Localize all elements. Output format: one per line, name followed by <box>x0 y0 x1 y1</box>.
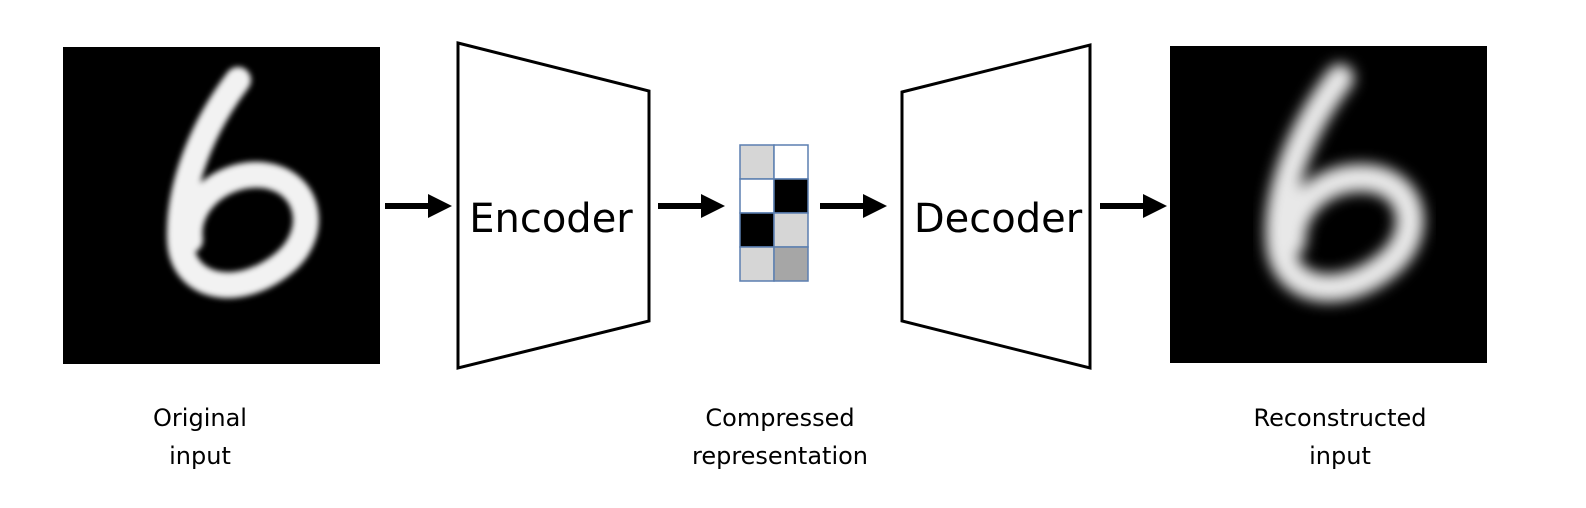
caption-reconstructed-input: Reconstructed input <box>1230 399 1450 475</box>
caption-original-line2: input <box>169 442 231 470</box>
caption-reconstructed-line2: input <box>1309 442 1371 470</box>
latent-cell <box>773 144 809 180</box>
reconstructed-input-image <box>1170 46 1487 363</box>
caption-original-line1: Original <box>153 404 247 432</box>
caption-compressed-line2: representation <box>691 442 868 470</box>
caption-compressed-representation: Compressed representation <box>670 399 890 475</box>
arrow-right-icon <box>658 194 725 218</box>
latent-cell <box>773 246 809 282</box>
latent-cell <box>773 212 809 248</box>
compressed-representation-grid <box>739 144 809 282</box>
caption-reconstructed-line1: Reconstructed <box>1253 404 1427 432</box>
caption-original-input: Original input <box>120 399 280 475</box>
decoder-block: Decoder <box>900 43 1092 370</box>
encoder-block: Encoder <box>456 41 651 370</box>
original-input-image <box>63 47 380 364</box>
latent-cell <box>739 178 775 214</box>
arrow-right-icon <box>820 194 887 218</box>
latent-cell <box>739 144 775 180</box>
decoder-label: Decoder <box>914 196 1083 242</box>
encoder-label: Encoder <box>469 196 633 242</box>
caption-compressed-line1: Compressed <box>705 404 855 432</box>
latent-cell <box>739 246 775 282</box>
latent-cell <box>773 178 809 214</box>
arrow-right-icon <box>1100 194 1167 218</box>
arrow-right-icon <box>385 194 452 218</box>
latent-cell <box>739 212 775 248</box>
